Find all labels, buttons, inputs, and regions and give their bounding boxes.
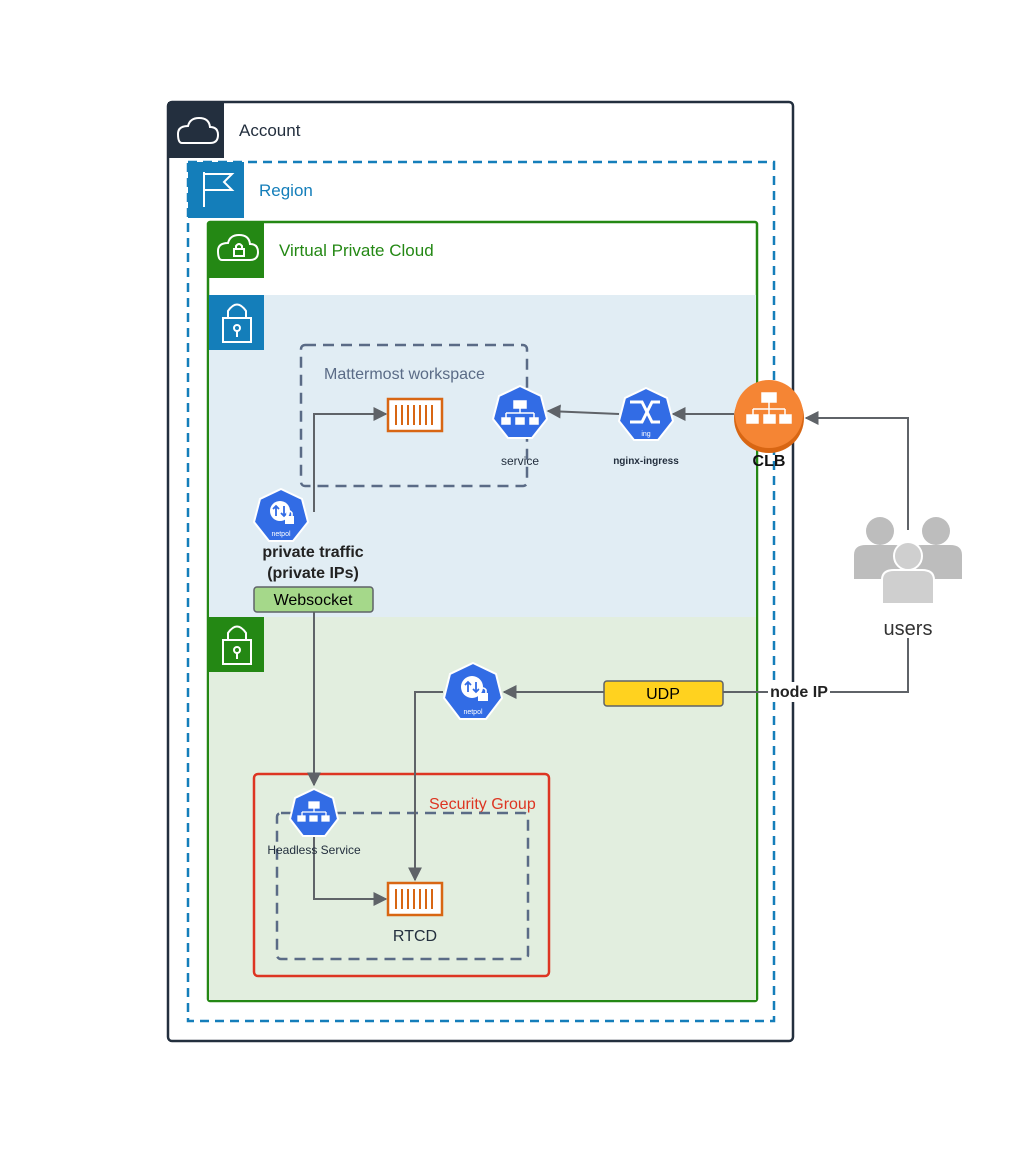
rtcd-label: RTCD	[393, 928, 437, 945]
workspace-label: Mattermost workspace	[324, 366, 485, 383]
mattermost-app-container-icon	[386, 397, 444, 433]
vpc-label: Virtual Private Cloud	[279, 241, 434, 260]
flag-icon	[203, 172, 235, 207]
security-group-label: Security Group	[429, 796, 536, 813]
lock-icon	[222, 303, 252, 343]
ingress-node: ing nginx-ingress	[613, 386, 679, 467]
netpol-badge: netpol	[463, 709, 483, 716]
vpc-cloud-lock-icon	[216, 233, 260, 261]
ingress-label: nginx-ingress	[613, 456, 679, 467]
websocket-tag: Websocket	[253, 586, 374, 613]
region-container: Region	[186, 160, 776, 1023]
lock-icon	[222, 625, 252, 665]
edge-users-to-clb	[804, 411, 909, 530]
node-ip-label: node IP	[770, 684, 828, 701]
clb-label: CLB	[753, 453, 786, 470]
rtcd-container-node: RTCD	[386, 881, 444, 945]
netpol-badge: netpol	[271, 531, 291, 538]
security-group: Security Group	[252, 772, 551, 978]
clb-node: CLB	[734, 380, 804, 470]
rtcd-pod-group	[275, 811, 530, 961]
headless-service-label: Headless Service	[267, 843, 361, 857]
websocket-label: Websocket	[274, 592, 353, 609]
users-node: users	[854, 517, 962, 640]
udp-label: UDP	[646, 686, 680, 703]
edge-headless-to-rtcd	[313, 830, 388, 906]
netpol-bottom-node: netpol	[442, 661, 504, 720]
service-label: service	[501, 454, 539, 468]
edge-ingress-to-service	[546, 404, 620, 419]
users-label: users	[884, 618, 933, 640]
ingress-badge: ing	[641, 431, 650, 438]
region-label: Region	[259, 181, 313, 200]
service-node: service	[491, 384, 549, 468]
netpol-top-node: netpol	[252, 487, 310, 542]
cloud-icon	[176, 116, 220, 144]
edge-netpol-to-rtcd	[408, 691, 443, 882]
private-traffic-label-line2: (private IPs)	[267, 565, 359, 582]
account-label: Account	[239, 121, 301, 140]
headless-service-node: Headless Service	[267, 787, 361, 857]
udp-tag: UDP	[603, 680, 724, 707]
edge-websocket-to-app	[313, 407, 388, 512]
private-traffic-label-line1: private traffic	[262, 544, 363, 561]
